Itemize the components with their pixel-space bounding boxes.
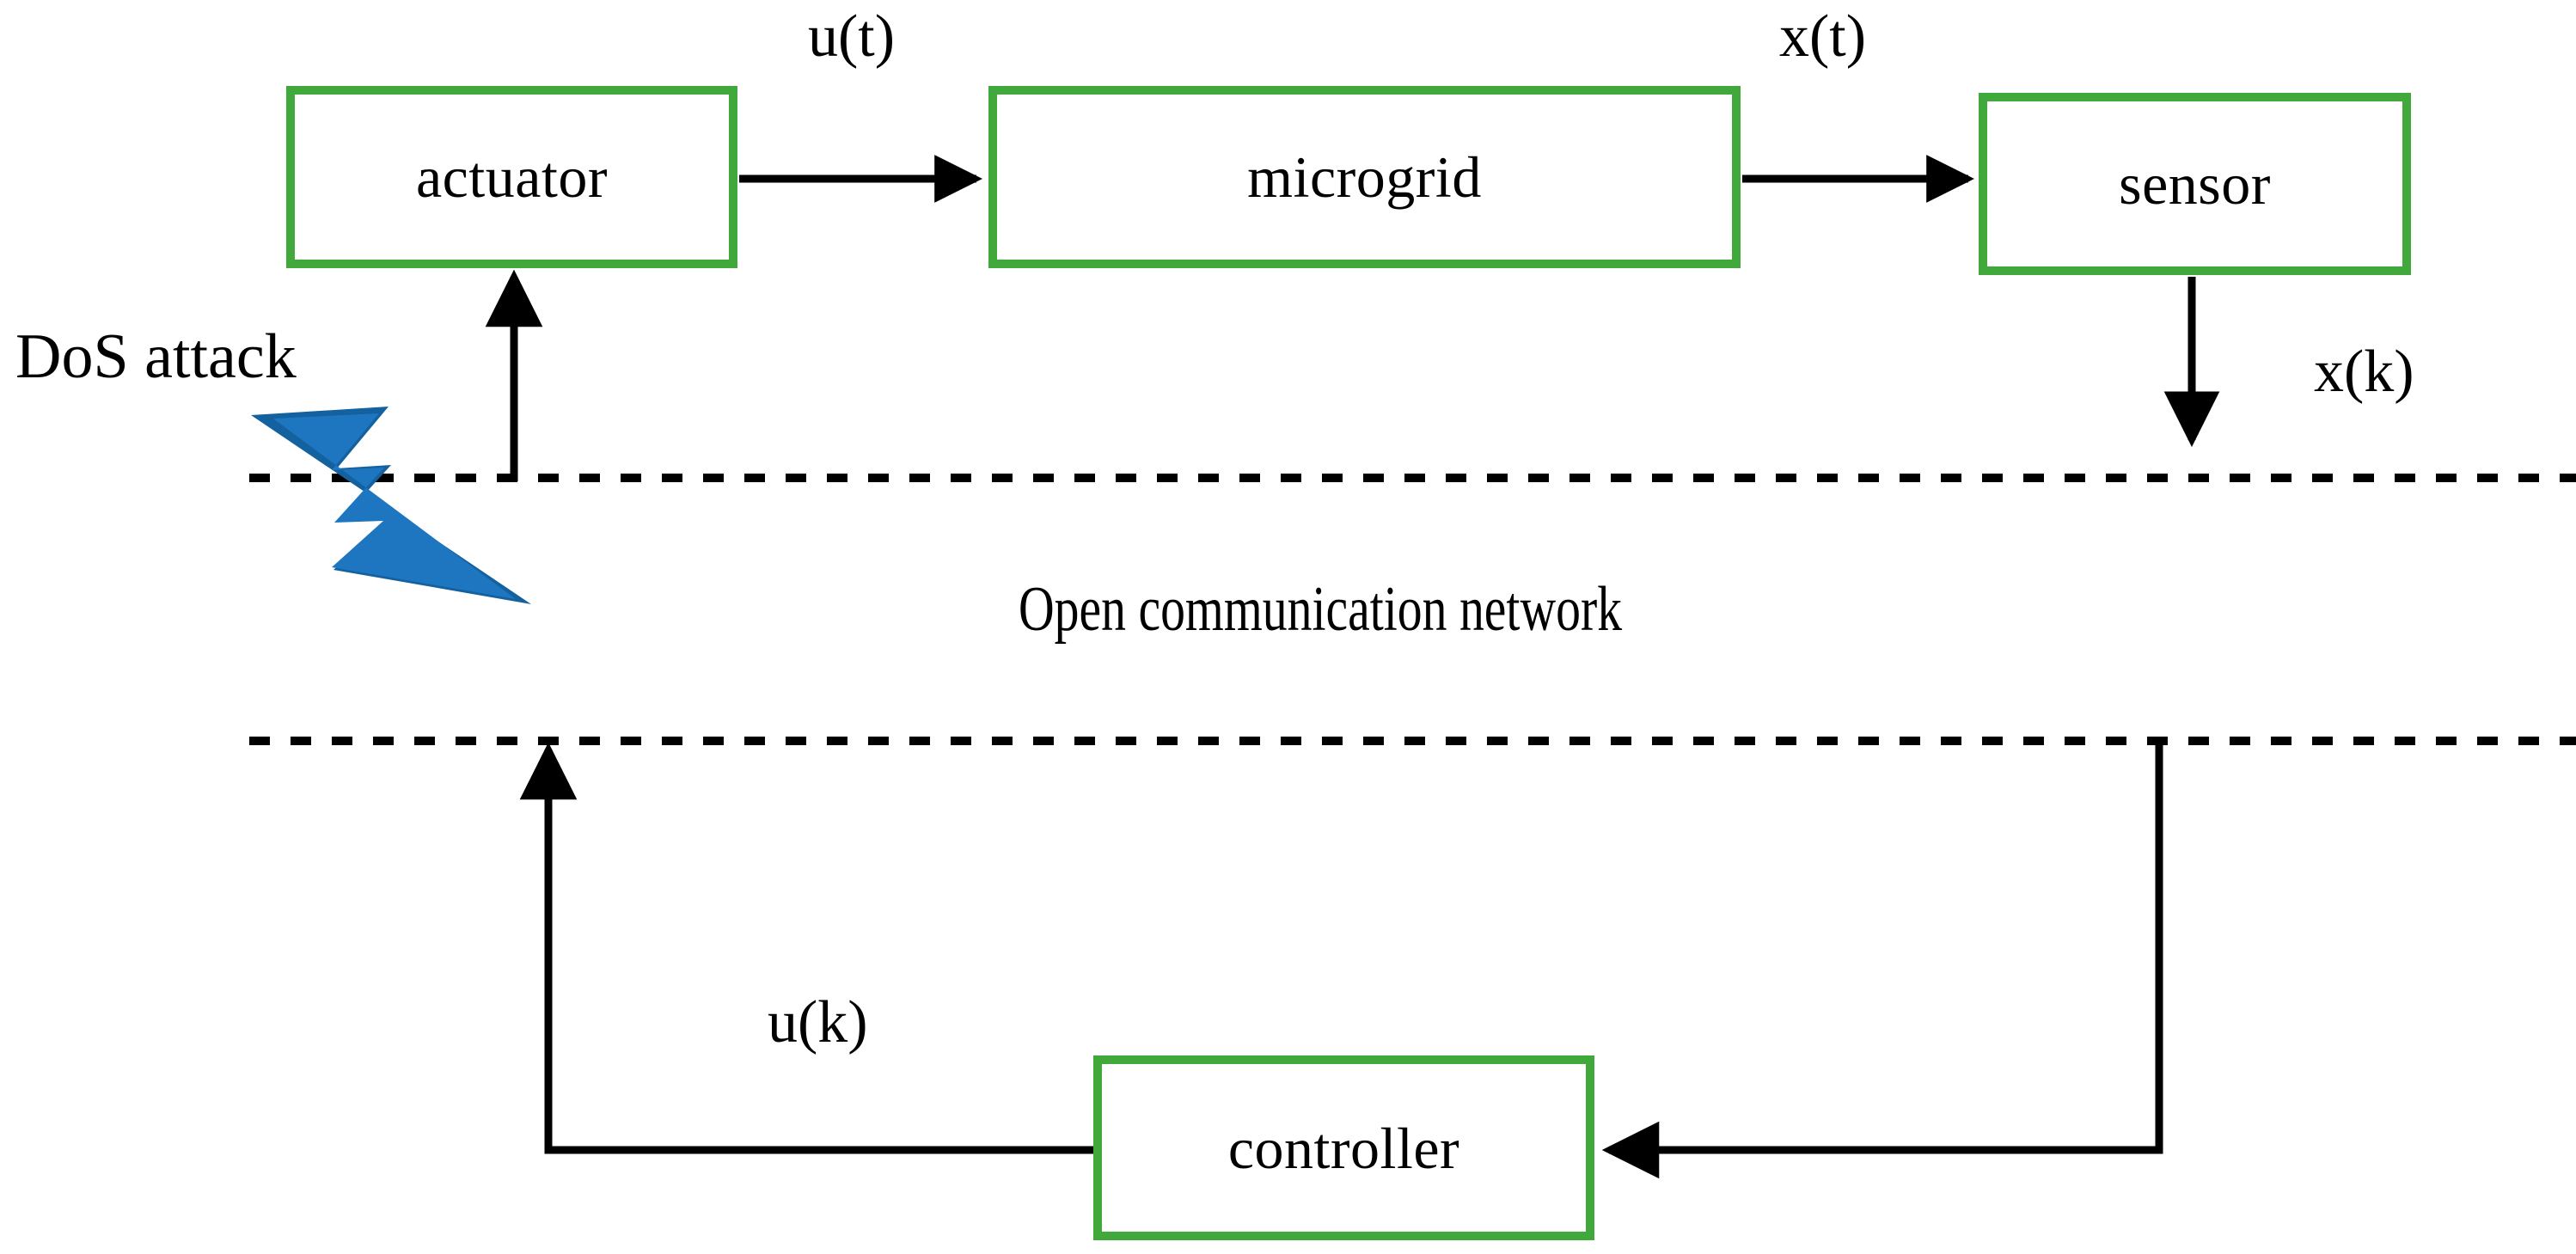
block-actuator-label: actuator (416, 144, 608, 210)
signal-label-ut: u(t) (808, 3, 896, 70)
signal-label-uk: u(k) (768, 989, 868, 1055)
block-sensor-label: sensor (2119, 151, 2271, 217)
lightning-bolt-outline (251, 407, 531, 604)
arrow-controller-to-network (519, 742, 1093, 1154)
block-microgrid[interactable]: microgrid (988, 86, 1741, 268)
block-controller[interactable]: controller (1093, 1055, 1594, 1240)
block-sensor[interactable]: sensor (1979, 93, 2411, 275)
lightning-bolt-icon (251, 407, 531, 604)
block-actuator[interactable]: actuator (286, 86, 737, 268)
signal-label-xt: x(t) (1779, 3, 1867, 70)
block-microgrid-label: microgrid (1247, 144, 1482, 210)
open-communication-network-label: Open communication network (1019, 574, 1623, 645)
arrow-network-to-controller (1601, 741, 2163, 1179)
signal-label-xk: x(k) (2314, 339, 2414, 405)
lightning-bolt-fill (273, 413, 516, 599)
block-controller-label: controller (1227, 1115, 1460, 1181)
dos-attack-label: DoS attack (15, 321, 297, 392)
